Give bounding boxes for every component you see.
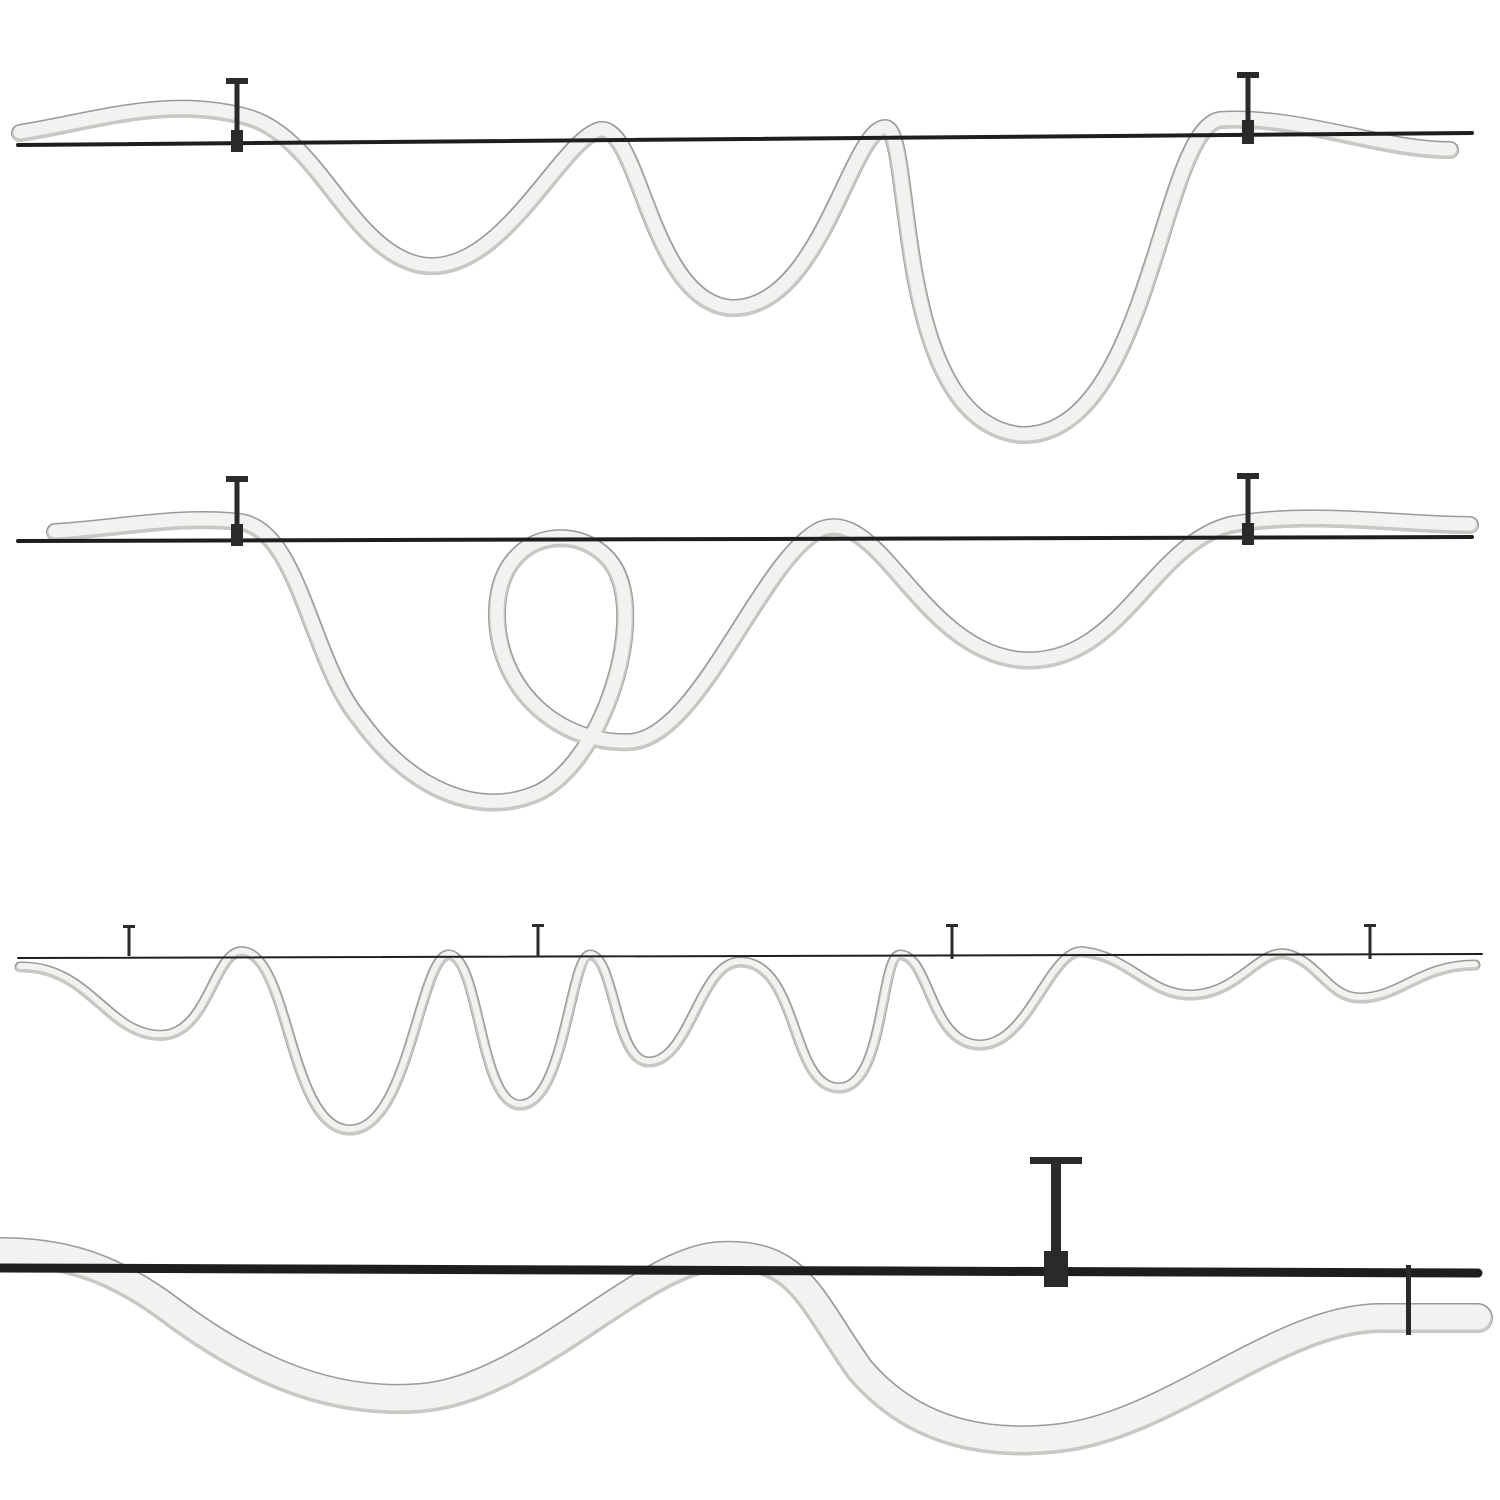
led-tube-shadow bbox=[12, 101, 1458, 445]
track-rod bbox=[0, 1263, 1483, 1278]
ceiling-mount bbox=[226, 476, 248, 546]
led-tube-body bbox=[48, 510, 1477, 808]
led-tube-outline bbox=[11, 99, 1459, 445]
led-tube-body bbox=[17, 947, 1478, 1132]
ceiling-mount bbox=[226, 78, 248, 152]
view-3 bbox=[14, 924, 1483, 1136]
led-tube bbox=[0, 1237, 1493, 1456]
led-tube-outline bbox=[14, 946, 1481, 1136]
track-rod bbox=[17, 953, 1483, 959]
led-tube bbox=[14, 946, 1481, 1136]
ceiling-mount bbox=[1237, 72, 1259, 144]
led-tube bbox=[11, 99, 1459, 445]
ceiling-mount bbox=[123, 925, 135, 956]
ceiling-mount bbox=[1364, 924, 1376, 959]
led-tube bbox=[46, 509, 1479, 812]
led-tube-shadow bbox=[47, 511, 1478, 812]
tube-end-clip bbox=[1406, 1265, 1411, 1335]
view-1 bbox=[11, 72, 1474, 445]
ceiling-mount bbox=[1237, 473, 1259, 545]
ceiling-mount bbox=[946, 924, 958, 959]
track-rod bbox=[16, 535, 1474, 543]
ceiling-mount bbox=[532, 924, 544, 957]
led-tube-outline bbox=[46, 509, 1479, 812]
view-4 bbox=[0, 1157, 1493, 1456]
led-tube-shadow bbox=[15, 948, 1480, 1136]
ceiling-mount bbox=[1030, 1157, 1082, 1287]
led-tube-body bbox=[0, 1238, 1491, 1452]
track-rod bbox=[16, 131, 1474, 147]
view-2 bbox=[16, 473, 1479, 812]
led-tube-body bbox=[13, 101, 1457, 441]
